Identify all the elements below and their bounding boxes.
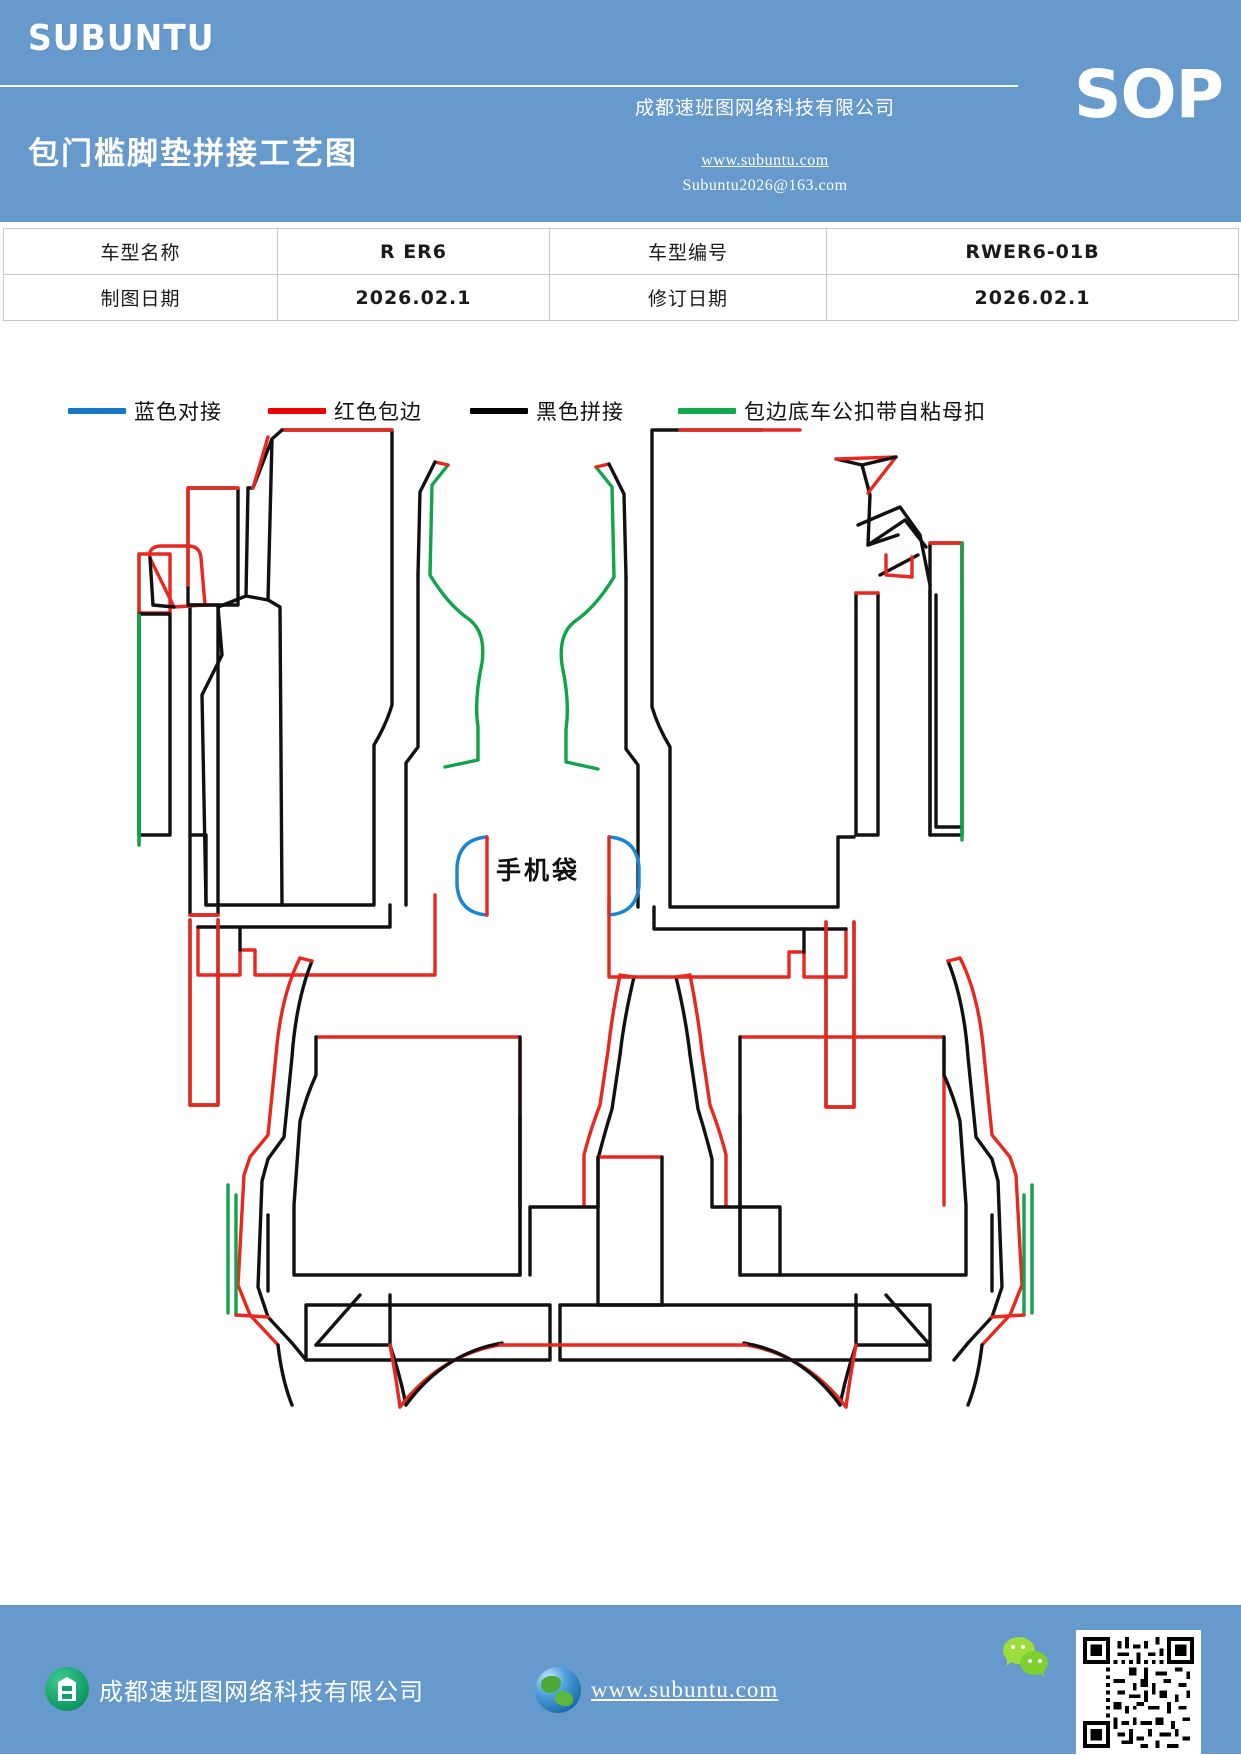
- front-left-mat-group: [137, 428, 437, 1107]
- value-model-code: RWER6-01B: [826, 228, 1239, 275]
- brand-logo: SUBUNTU: [28, 18, 215, 59]
- legend-item-black: 黑色拼接: [470, 396, 624, 426]
- rear-mat-group: [226, 956, 1034, 1409]
- wechat-bubble-front: [1020, 1651, 1048, 1677]
- legend-swatch-green-icon: [678, 408, 736, 414]
- legend-label-black: 黑色拼接: [536, 400, 624, 424]
- value-draw-date: 2026.02.1: [277, 274, 550, 321]
- header-divider: [0, 85, 1018, 87]
- footer-company-name: 成都速班图网络科技有限公司: [99, 1679, 424, 1706]
- wechat-dot: [1038, 1659, 1042, 1663]
- table-row: 车型名称 R ER6 车型编号 RWER6-01B: [3, 228, 1239, 275]
- page-header: SUBUNTU SOP 包门槛脚垫拼接工艺图 成都速班图网络科技有限公司 www…: [0, 0, 1241, 222]
- sop-badge: SOP: [1073, 56, 1224, 133]
- value-model-name: R ER6: [277, 228, 550, 275]
- header-company-name: 成都速班图网络科技有限公司: [634, 98, 895, 119]
- table-row: 制图日期 2026.02.1 修订日期 2026.02.1: [3, 274, 1239, 321]
- header-email[interactable]: Subuntu2026@163.com: [682, 177, 848, 194]
- building-icon: [45, 1667, 89, 1711]
- legend-swatch-red-icon: [268, 408, 326, 414]
- legend-item-blue: 蓝色对接: [68, 396, 222, 426]
- label-model-name: 车型名称: [3, 228, 278, 275]
- page-footer: 成都速班图网络科技有限公司 www.subuntu.com: [0, 1605, 1241, 1754]
- phone-pocket-group: [455, 835, 641, 917]
- wechat-dot: [1021, 1645, 1025, 1649]
- phone-pocket-label: 手机袋: [496, 856, 581, 885]
- header-website-link[interactable]: www.subuntu.com: [701, 152, 829, 169]
- legend-swatch-black-icon: [470, 408, 528, 414]
- vehicle-info-table: 车型名称 R ER6 车型编号 RWER6-01B 制图日期 2026.02.1…: [3, 228, 1239, 321]
- footer-website[interactable]: www.subuntu.com: [535, 1667, 778, 1713]
- legend-label-red: 红色包边: [334, 400, 422, 424]
- footer-company: 成都速班图网络科技有限公司: [45, 1667, 424, 1711]
- legend-item-green: 包边底车公扣带自粘母扣: [678, 396, 986, 426]
- legend-label-blue: 蓝色对接: [134, 400, 222, 424]
- label-model-code: 车型编号: [549, 228, 827, 275]
- center-tunnel-left: [404, 460, 485, 907]
- floor-mat-diagram: [0, 415, 1241, 1415]
- front-right-mat-group: [607, 428, 964, 1109]
- wechat-dot: [1011, 1645, 1015, 1649]
- wechat-dot: [1028, 1659, 1032, 1663]
- page-title: 包门槛脚垫拼接工艺图: [28, 136, 358, 172]
- qr-code-image: [1083, 1637, 1194, 1748]
- wechat-icon: [1003, 1637, 1051, 1679]
- value-revision-date: 2026.02.1: [826, 274, 1239, 321]
- legend-item-red: 红色包边: [268, 396, 422, 426]
- label-revision-date: 修订日期: [549, 274, 827, 321]
- globe-icon: [535, 1667, 581, 1713]
- qr-code: [1076, 1630, 1201, 1755]
- label-draw-date: 制图日期: [3, 274, 278, 321]
- legend-swatch-blue-icon: [68, 408, 126, 414]
- legend: 蓝色对接 红色包边 黑色拼接 包边底车公扣带自粘母扣: [0, 396, 1241, 436]
- legend-label-green: 包边底车公扣带自粘母扣: [744, 400, 986, 424]
- center-tunnel-right: [559, 462, 640, 909]
- footer-website-link[interactable]: www.subuntu.com: [591, 1677, 779, 1702]
